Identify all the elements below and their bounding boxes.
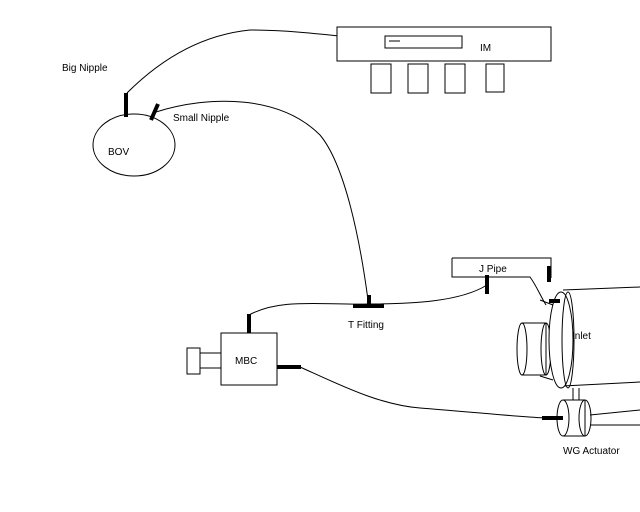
bov-small-nipple [149, 103, 160, 121]
turbo-inlet: Inlet [516, 286, 640, 389]
wg-actuator: WG Actuator [542, 388, 640, 457]
intake-runner-4 [485, 63, 505, 93]
bov-label: BOV [108, 147, 129, 158]
hose-bov-to-t-fitting [155, 100, 369, 301]
mbc-label: MBC [235, 356, 257, 367]
intake-manifold: IM [336, 26, 552, 94]
hose-mbc-to-wg-actuator [299, 366, 546, 419]
intake-runner-2 [407, 63, 429, 94]
t-fitting: T Fitting [348, 295, 384, 331]
intake-runner-1 [370, 63, 392, 94]
intake-runner-3 [444, 63, 466, 94]
mbc: MBC [186, 314, 301, 386]
wg-actuator-can-back [578, 399, 592, 437]
mbc-body [220, 332, 278, 386]
small-nipple-label: Small Nipple [173, 113, 230, 124]
inlet-cylinder-front [516, 322, 528, 376]
inlet-flange-rim [561, 291, 575, 389]
bov: BOV [92, 93, 176, 177]
inlet-neck [539, 299, 554, 381]
t-fitting-label: T Fitting [348, 320, 384, 331]
intake-manifold-label: IM [480, 43, 491, 54]
mbc-knob-shaft [199, 352, 222, 369]
j-pipe: J Pipe [451, 257, 552, 306]
wg-actuator-label: WG Actuator [563, 446, 620, 457]
j-pipe-label: J Pipe [479, 264, 507, 275]
inlet-label: Inlet [572, 331, 591, 342]
mbc-knob [186, 347, 201, 375]
inlet-pipe [562, 286, 640, 387]
bov-body [92, 113, 176, 177]
big-nipple-label: Big Nipple [62, 63, 108, 74]
wg-actuator-rod [589, 409, 640, 426]
inlet-flange [548, 291, 574, 389]
intake-manifold-inner-rail [384, 35, 463, 49]
